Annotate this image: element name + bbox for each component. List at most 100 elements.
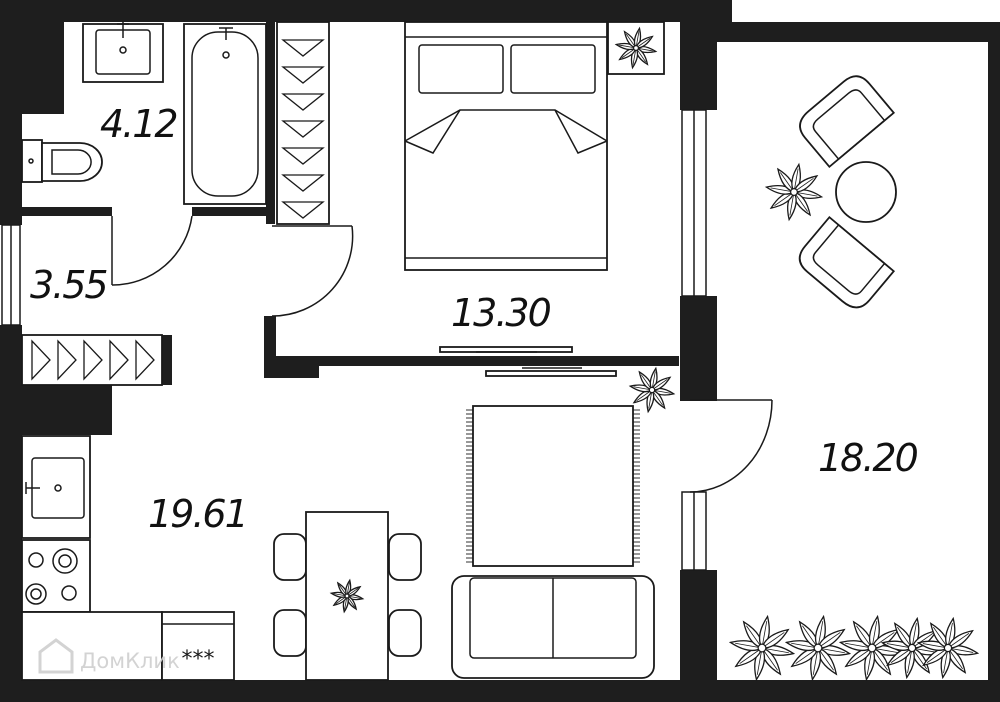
leaf-vein bbox=[871, 647, 899, 654]
leaf-vein bbox=[817, 621, 824, 649]
wall-left-upper bbox=[0, 0, 22, 225]
plant-center bbox=[790, 188, 798, 196]
leaf-vein bbox=[761, 621, 768, 649]
wall-hall-closet bbox=[22, 385, 112, 435]
bed-icon bbox=[404, 21, 608, 271]
bathtub-icon bbox=[183, 23, 267, 205]
leaf-vein bbox=[943, 647, 949, 674]
hall-closet bbox=[21, 334, 163, 386]
leaf-vein bbox=[761, 647, 789, 654]
leaf-vein bbox=[791, 642, 819, 649]
hanger-icon bbox=[281, 147, 325, 165]
plant-icon bbox=[329, 578, 365, 614]
living-kitchen: *** 19.61 bbox=[21, 366, 773, 681]
watermark: ДомКлик bbox=[38, 638, 180, 674]
leaf-vein bbox=[871, 621, 878, 649]
plant-icon bbox=[784, 614, 852, 682]
leaf-vein bbox=[911, 647, 938, 653]
plant-icon bbox=[764, 162, 824, 222]
hanger-icon bbox=[83, 339, 103, 381]
leaf-vein bbox=[871, 632, 895, 649]
leaf-vein bbox=[761, 647, 778, 671]
plant-center bbox=[648, 386, 656, 394]
plant-center bbox=[344, 593, 350, 599]
plant-center bbox=[943, 643, 953, 653]
leaf-vein bbox=[735, 642, 763, 649]
kitchen-counter: *** bbox=[21, 611, 235, 681]
leaf-vein bbox=[911, 622, 917, 649]
leaf-vein bbox=[947, 622, 953, 649]
leaf-vein bbox=[793, 191, 808, 212]
wall-bath-bottom-right bbox=[192, 207, 272, 216]
wall-loggia-corner bbox=[717, 0, 732, 42]
loggia: 18.20 bbox=[728, 75, 980, 682]
plant-center bbox=[632, 44, 640, 52]
hanger-icon bbox=[281, 39, 325, 57]
toilet-icon bbox=[21, 139, 103, 183]
tv-icon bbox=[439, 346, 573, 353]
wall-bedroom-bottom bbox=[264, 356, 679, 366]
watermark-house-icon bbox=[38, 638, 74, 674]
leaf-vein bbox=[911, 633, 934, 649]
loggia-door bbox=[689, 399, 773, 493]
wall-bath-bump bbox=[22, 22, 64, 114]
leaf-vein bbox=[817, 632, 841, 649]
hob-icon bbox=[21, 539, 91, 613]
leaf-vein bbox=[789, 191, 795, 216]
wall-left-lower bbox=[0, 325, 22, 702]
leaf-vein bbox=[907, 647, 913, 674]
area-bathroom: 4.12 bbox=[100, 102, 177, 146]
plant-center bbox=[813, 643, 823, 653]
leaf-vein bbox=[739, 647, 763, 664]
hanger-icon bbox=[281, 201, 325, 219]
bathroom-door bbox=[111, 215, 193, 286]
leaf-vein bbox=[770, 187, 795, 193]
leaf-vein bbox=[849, 647, 873, 664]
area-loggia: 18.20 bbox=[818, 436, 918, 480]
window-living bbox=[681, 491, 707, 571]
leaf-vein bbox=[886, 643, 913, 649]
wall-right-middle bbox=[680, 296, 717, 401]
wall-bedroom-bottom-thick bbox=[264, 366, 319, 378]
plant-icon bbox=[628, 366, 676, 414]
round-table-icon bbox=[835, 161, 897, 223]
armchair-icon bbox=[799, 75, 896, 169]
hanger-icon bbox=[281, 93, 325, 111]
armchair-icon bbox=[798, 215, 896, 309]
plant-center bbox=[757, 643, 767, 653]
plant-icon bbox=[728, 614, 796, 682]
tv-living-icon bbox=[485, 367, 617, 377]
leaf-vein bbox=[793, 168, 799, 193]
watermark-text: ДомКлик bbox=[80, 649, 180, 673]
plant-center bbox=[907, 643, 917, 653]
window-hall bbox=[1, 224, 21, 326]
stove-label: *** bbox=[182, 647, 215, 672]
area-bedroom: 13.30 bbox=[451, 291, 551, 335]
wall-right-upper bbox=[680, 0, 717, 110]
wall-top bbox=[0, 0, 732, 22]
leaf-vein bbox=[817, 647, 845, 654]
wall-right-lower bbox=[680, 570, 717, 702]
hanger-icon bbox=[281, 66, 325, 84]
sofa-icon bbox=[451, 575, 655, 679]
leaf-vein bbox=[866, 647, 873, 675]
bedroom-door bbox=[271, 225, 354, 317]
window-bedroom bbox=[681, 109, 707, 297]
hanger-icon bbox=[31, 339, 51, 381]
kitchen-sink-icon bbox=[21, 435, 91, 539]
area-hall: 3.55 bbox=[30, 263, 107, 307]
plant-icon bbox=[607, 21, 665, 75]
leaf-vein bbox=[890, 647, 913, 663]
area-living-kitchen: 19.61 bbox=[148, 492, 247, 536]
hanger-icon bbox=[57, 339, 77, 381]
leaf-vein bbox=[774, 191, 795, 206]
leaf-vein bbox=[802, 625, 819, 649]
sink-icon bbox=[82, 22, 164, 83]
leaf-vein bbox=[947, 647, 974, 653]
leaf-vein bbox=[845, 642, 873, 649]
plant-row bbox=[728, 614, 980, 682]
leaf-vein bbox=[812, 647, 819, 675]
